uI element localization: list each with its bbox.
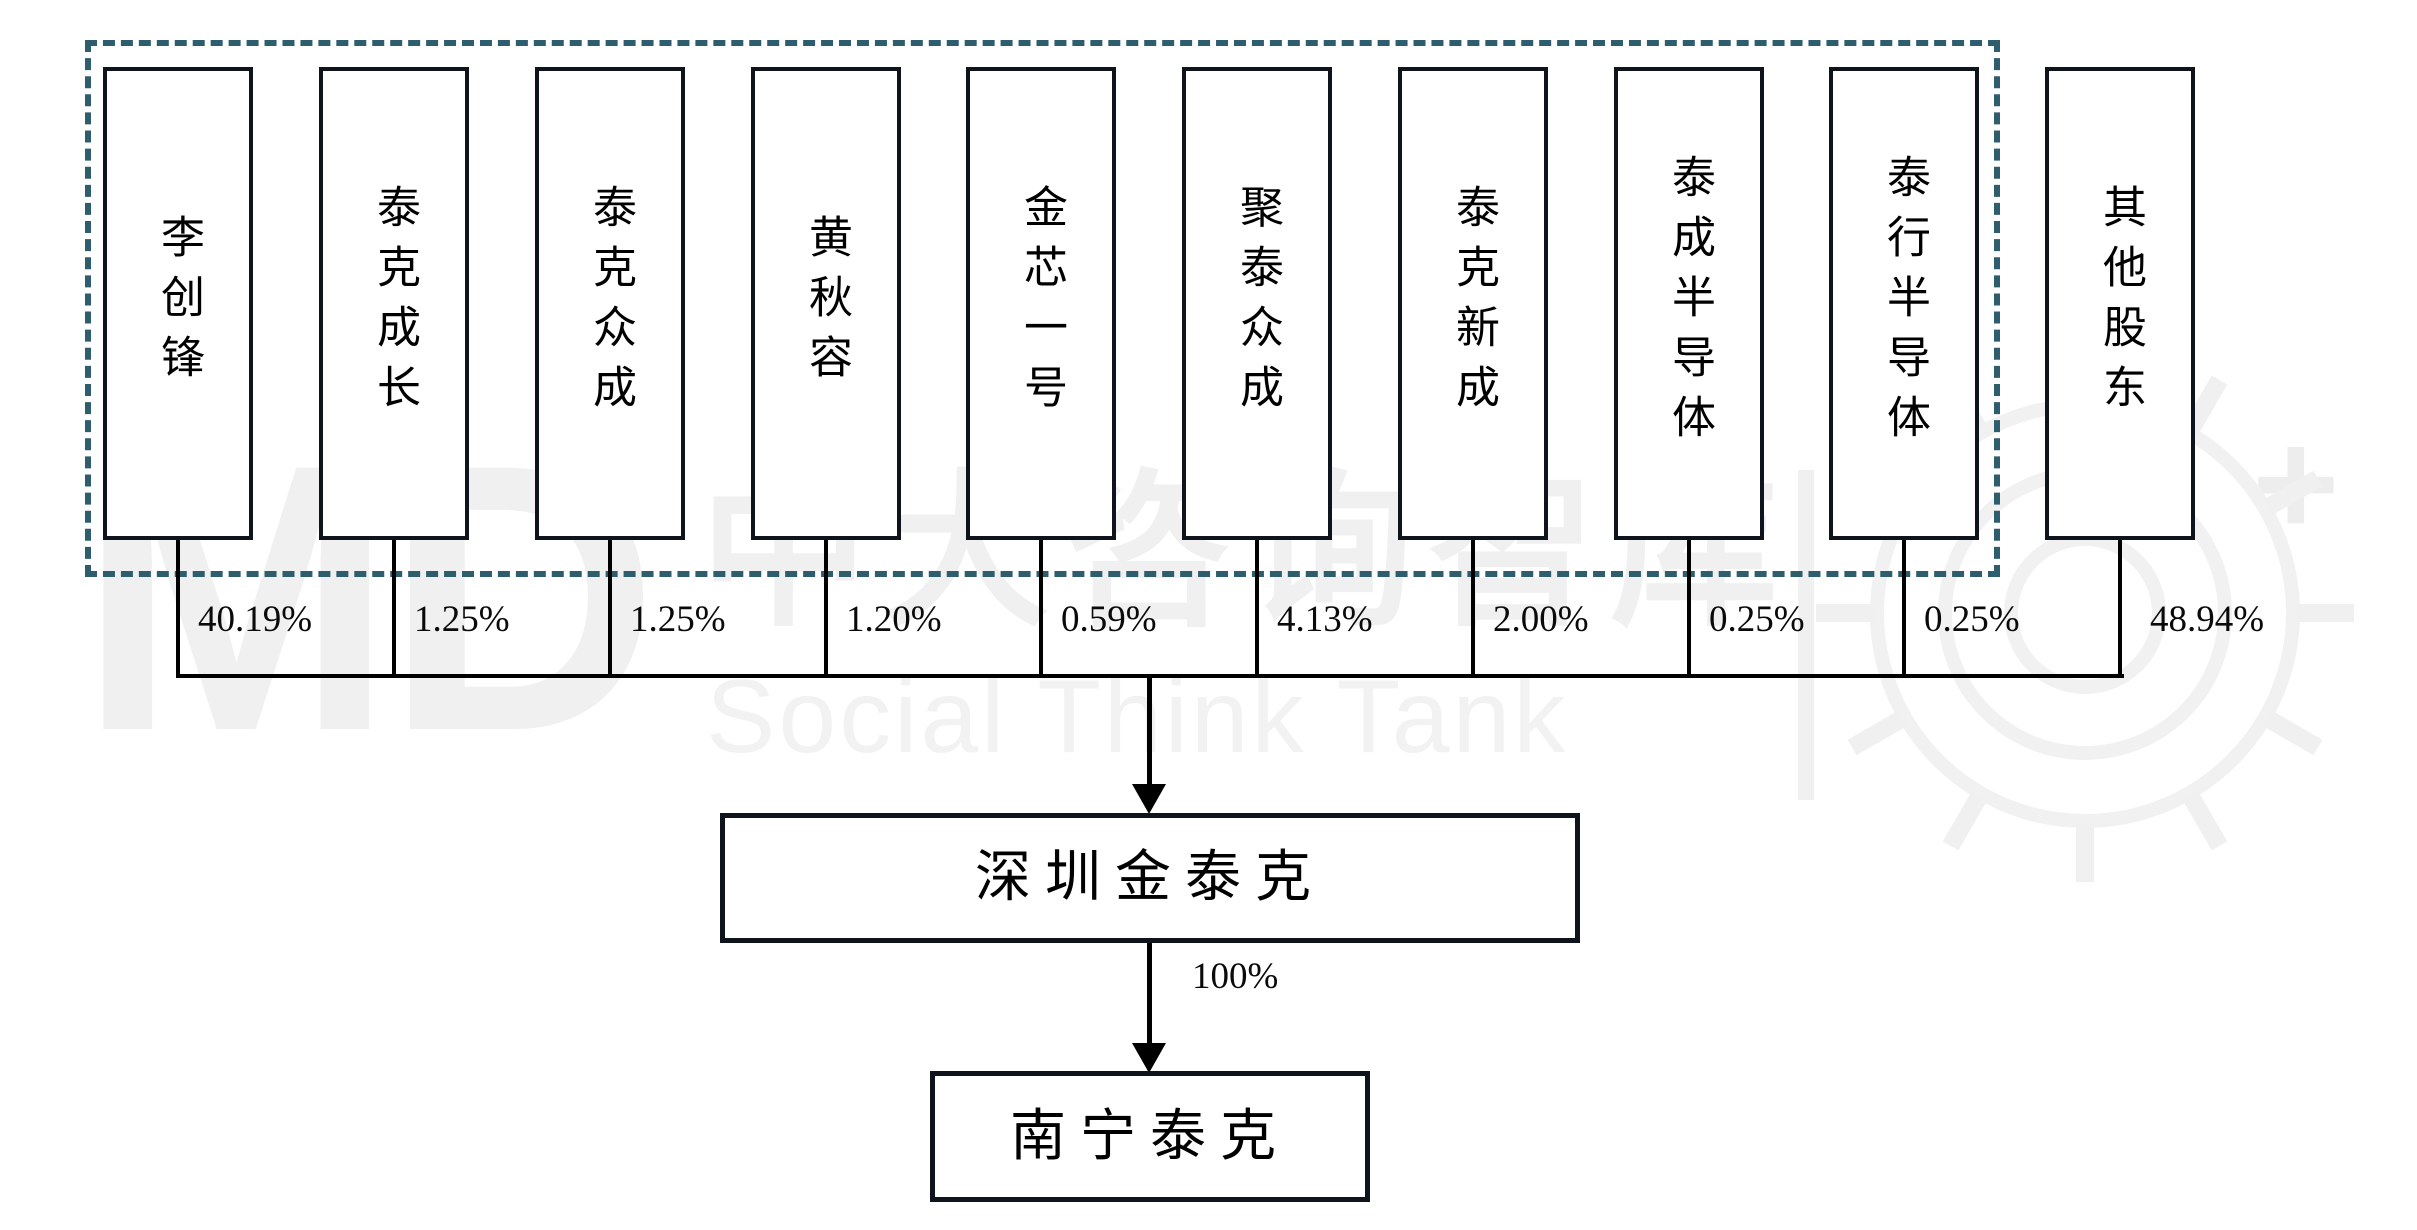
shareholder-name: 黄秋容 [802,213,851,394]
shareholder-name: 泰克众成 [586,183,635,424]
ownership-percentage: 1.20% [846,599,942,640]
connector-line [1147,676,1152,786]
ownership-percentage: 4.13% [1277,599,1373,640]
shareholder-box: 李创锋 [103,67,253,540]
connector-line [392,538,396,676]
connector-line [1471,538,1475,676]
ownership-percentage: 0.25% [1709,599,1805,640]
connector-line [1255,538,1259,676]
shareholder-name: 泰克成长 [370,183,419,424]
connector-line [824,538,828,676]
down-arrow-icon [1132,784,1166,814]
ownership-percentage: 48.94% [2150,599,2265,640]
shareholder-name: 金芯一号 [1017,183,1066,424]
shareholder-box: 泰克新成 [1398,67,1548,540]
shareholder-box: 黄秋容 [751,67,901,540]
connector-line [1147,941,1152,1045]
ownership-percentage: 100% [1192,956,1279,997]
watermark-en-text: Social Think Tank [706,659,1569,775]
ownership-percentage: 2.00% [1493,599,1589,640]
connector-line [1687,538,1691,676]
subsidiary-company-box: 南宁泰克 [930,1071,1370,1202]
parent-company-name: 深圳金泰克 [975,847,1325,909]
shareholder-box: 其他股东 [2045,67,2195,540]
shareholder-box: 泰克众成 [535,67,685,540]
connector-line [608,538,612,676]
ownership-percentage: 0.59% [1061,599,1157,640]
connector-line [1039,538,1043,676]
connector-line [1902,538,1906,676]
shareholder-name: 聚泰众成 [1233,183,1282,424]
parent-company-box: 深圳金泰克 [720,813,1580,943]
ownership-percentage: 40.19% [198,599,313,640]
ownership-percentage: 0.25% [1924,599,2020,640]
connector-line [2118,538,2122,676]
shareholder-box: 泰克成长 [319,67,469,540]
shareholder-name: 泰成半导体 [1665,153,1714,454]
watermark-divider-bar [1798,470,1814,800]
shareholder-box: 泰成半导体 [1614,67,1764,540]
connector-line [176,538,180,676]
shareholder-name: 李创锋 [154,213,203,394]
down-arrow-icon [1132,1043,1166,1073]
shareholder-name: 其他股东 [2096,183,2145,424]
subsidiary-company-name: 南宁泰克 [1010,1105,1290,1168]
ownership-percentage: 1.25% [414,599,510,640]
shareholder-box: 聚泰众成 [1182,67,1332,540]
shareholder-name: 泰行半导体 [1880,153,1929,454]
shareholder-box: 泰行半导体 [1829,67,1979,540]
shareholder-name: 泰克新成 [1449,183,1498,424]
shareholder-box: 金芯一号 [966,67,1116,540]
ownership-percentage: 1.25% [630,599,726,640]
